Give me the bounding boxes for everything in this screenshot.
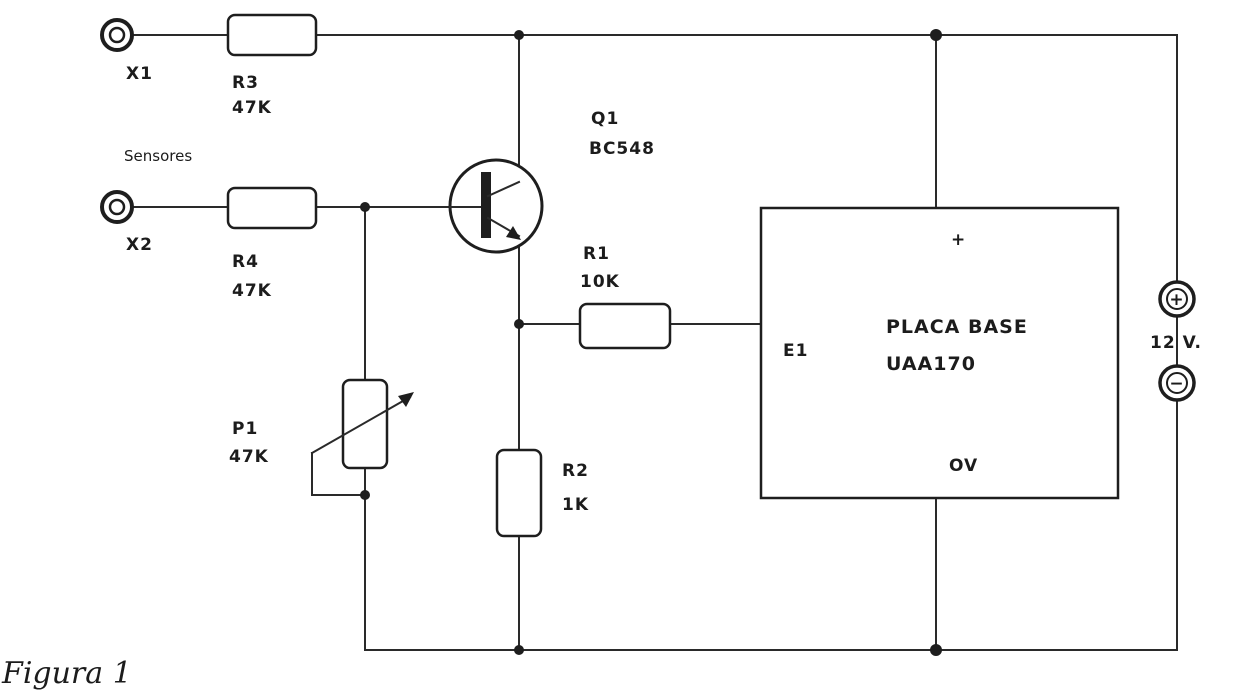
transistor-q1: [448, 158, 544, 254]
battery-plus-terminal: [1158, 280, 1196, 318]
label-plus-pin: +: [951, 230, 966, 250]
label-r2-value: 1K: [562, 495, 589, 515]
label-block-line2: UAA170: [886, 353, 976, 375]
label-r3-value: 47K: [232, 98, 272, 118]
label-x2: X2: [126, 235, 153, 255]
wire-p1-wiper: [311, 452, 366, 496]
potentiometer-p1: [310, 378, 414, 470]
junction-dot: [514, 30, 524, 40]
label-r1-name: R1: [583, 244, 610, 264]
resistor-r3: [226, 13, 318, 57]
label-r4-name: R4: [232, 252, 259, 272]
resistor-r2: [495, 448, 543, 538]
battery-plus-sign: +: [1169, 290, 1184, 310]
label-r4-value: 47K: [232, 281, 272, 301]
label-p1-value: 47K: [229, 447, 269, 467]
label-q1-name: Q1: [591, 109, 619, 129]
label-ov-pin: OV: [949, 456, 978, 476]
junction-dot: [930, 29, 942, 41]
label-r2-name: R2: [562, 461, 589, 481]
junction-dot: [360, 490, 370, 500]
label-x1: X1: [126, 64, 153, 84]
junction-dot: [514, 645, 524, 655]
placa-base-block: [759, 206, 1120, 500]
label-q1-part: BC548: [589, 139, 655, 159]
battery-minus-sign: −: [1169, 374, 1184, 394]
label-e1: E1: [783, 341, 808, 361]
label-battery-voltage: 12 V.: [1150, 333, 1202, 353]
label-p1-name: P1: [232, 419, 258, 439]
terminal-x2: [100, 190, 134, 224]
label-sensores: Sensores: [124, 147, 192, 165]
terminal-x1: [100, 18, 134, 52]
wires: [132, 34, 1178, 651]
junction-dot: [930, 644, 942, 656]
junction-dot: [514, 319, 524, 329]
battery-minus-terminal: [1158, 364, 1196, 402]
resistor-r4: [226, 186, 318, 230]
figure-caption: Figura 1: [1, 656, 132, 691]
label-block-line1: PLACA BASE: [886, 316, 1028, 338]
label-r3-name: R3: [232, 73, 259, 93]
resistor-r1: [578, 302, 672, 350]
junction-dot: [360, 202, 370, 212]
label-r1-value: 10K: [580, 272, 620, 292]
